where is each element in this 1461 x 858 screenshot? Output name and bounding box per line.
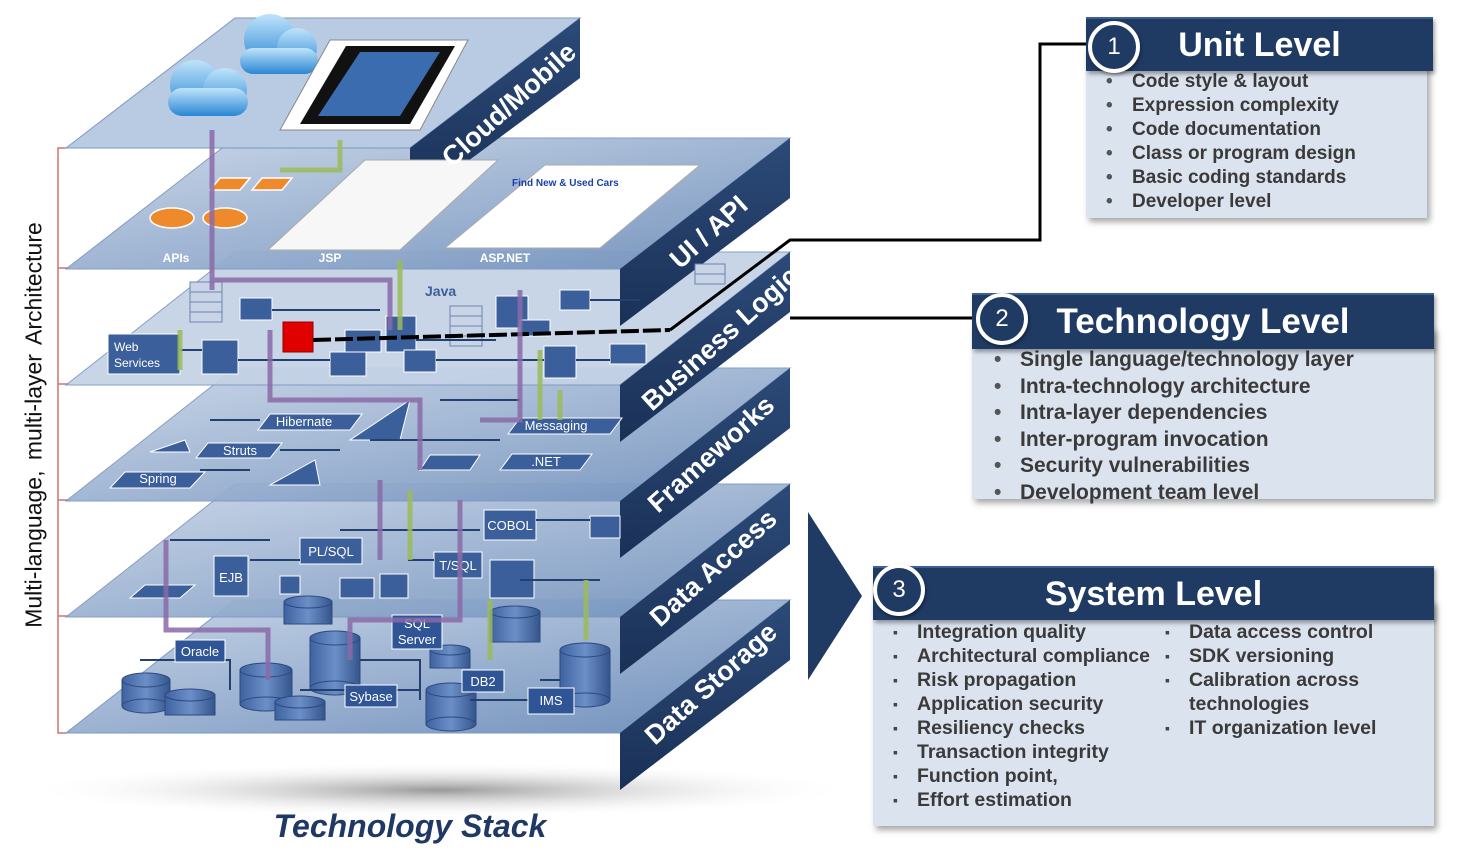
list-item: Intra-layer dependencies	[994, 400, 1354, 427]
list-item: Expression complexity	[1106, 94, 1356, 118]
list-item: Effort estimation	[893, 788, 1150, 812]
list-item: Data access control	[1165, 620, 1376, 644]
svg-text:Struts: Struts	[223, 443, 257, 458]
svg-text:Messaging: Messaging	[525, 418, 588, 433]
svg-text:Java: Java	[425, 283, 456, 299]
framework-elements: Hibernate Struts Spring Messaging .NET	[108, 398, 623, 489]
highlighted-component	[282, 321, 314, 353]
technology-level-badge: 2	[976, 293, 1028, 345]
list-item: technologies	[1189, 693, 1310, 715]
unit-level-badge: 1	[1088, 21, 1140, 73]
svg-text:COBOL: COBOL	[487, 518, 533, 533]
cross-layer-connections	[163, 130, 589, 680]
layer-frameworks	[64, 367, 792, 558]
list-item: Architectural compliance	[893, 644, 1150, 668]
svg-text:PL/SQL: PL/SQL	[308, 544, 354, 559]
list-item: Code style & layout	[1106, 70, 1356, 94]
system-level-panel: Integration quality Architectural compli…	[873, 600, 1434, 826]
svg-text:.NET: .NET	[531, 454, 561, 469]
list-item: Integration quality	[893, 620, 1150, 644]
svg-text:Spring: Spring	[139, 471, 177, 486]
list-item: Development team level	[994, 480, 1354, 507]
system-level-title: System Level	[873, 566, 1434, 620]
svg-text:EJB: EJB	[219, 570, 243, 585]
list-item: Code documentation	[1106, 118, 1356, 142]
list-item: Calibration across	[1165, 668, 1376, 692]
unit-level-connector	[669, 42, 1090, 332]
cloud-mobile-elements	[168, 14, 469, 131]
data-access-elements: EJB PL/SQL T/SQL COBOL	[128, 509, 621, 599]
list-item: Class or program design	[1106, 142, 1356, 166]
layer-business-logic	[64, 251, 792, 442]
list-item: Application security	[893, 692, 1150, 716]
ui-api-elements: Find New & Used Cars APIs JSP ASP.NET	[149, 159, 702, 265]
list-item: Inter-program invocation	[994, 427, 1354, 454]
svg-text:Find New & Used Cars: Find New & Used Cars	[512, 178, 619, 189]
system-level-badge: 3	[873, 564, 925, 616]
floor-shadow	[20, 762, 860, 818]
svg-text:DB2: DB2	[470, 674, 495, 689]
list-item: Function point,	[893, 764, 1150, 788]
svg-text:ASP.NET: ASP.NET	[480, 251, 531, 265]
technology-level-title: Technology Level	[972, 293, 1434, 349]
cloud-icon	[168, 14, 318, 116]
svg-text:Services: Services	[114, 356, 160, 370]
stack-title: Technology Stack	[273, 808, 547, 844]
svg-text:IMS: IMS	[539, 693, 562, 708]
aspnet-screenshot	[443, 164, 702, 249]
svg-text:JSP: JSP	[319, 251, 342, 265]
list-item: SDK versioning	[1165, 644, 1376, 668]
unit-level-title: Unit Level	[1086, 17, 1433, 71]
list-item: IT organization level	[1165, 716, 1377, 740]
svg-text:Web: Web	[114, 340, 139, 354]
business-logic-elements: Web Services Java	[107, 263, 726, 379]
list-item: Security vulnerabilities	[994, 453, 1354, 480]
svg-text:Sybase: Sybase	[349, 689, 392, 704]
list-item: Transaction integrity	[893, 740, 1150, 764]
system-level-arrow	[808, 512, 862, 680]
list-item: Developer level	[1106, 190, 1356, 214]
svg-text:APIs: APIs	[163, 251, 190, 265]
dependency-path	[312, 328, 671, 342]
unit-level-panel: Code style & layout Expression complexit…	[1086, 48, 1427, 218]
jsp-screenshot	[266, 159, 500, 251]
architecture-side-label: Multi-language, multi-layer Architecture	[20, 222, 47, 628]
list-item: Intra-technology architecture	[994, 374, 1354, 401]
svg-text:Hibernate: Hibernate	[276, 414, 332, 429]
list-item: Resiliency checks	[893, 716, 1150, 740]
layer-bracket	[57, 147, 66, 734]
svg-text:Oracle: Oracle	[181, 644, 219, 659]
technology-level-panel: Single language/technology layer Intra-t…	[972, 327, 1434, 506]
svg-text:Server: Server	[398, 632, 437, 647]
list-item: Basic coding standards	[1106, 166, 1356, 190]
list-item: Risk propagation	[893, 668, 1150, 692]
list-item: Single language/technology layer	[994, 347, 1354, 374]
